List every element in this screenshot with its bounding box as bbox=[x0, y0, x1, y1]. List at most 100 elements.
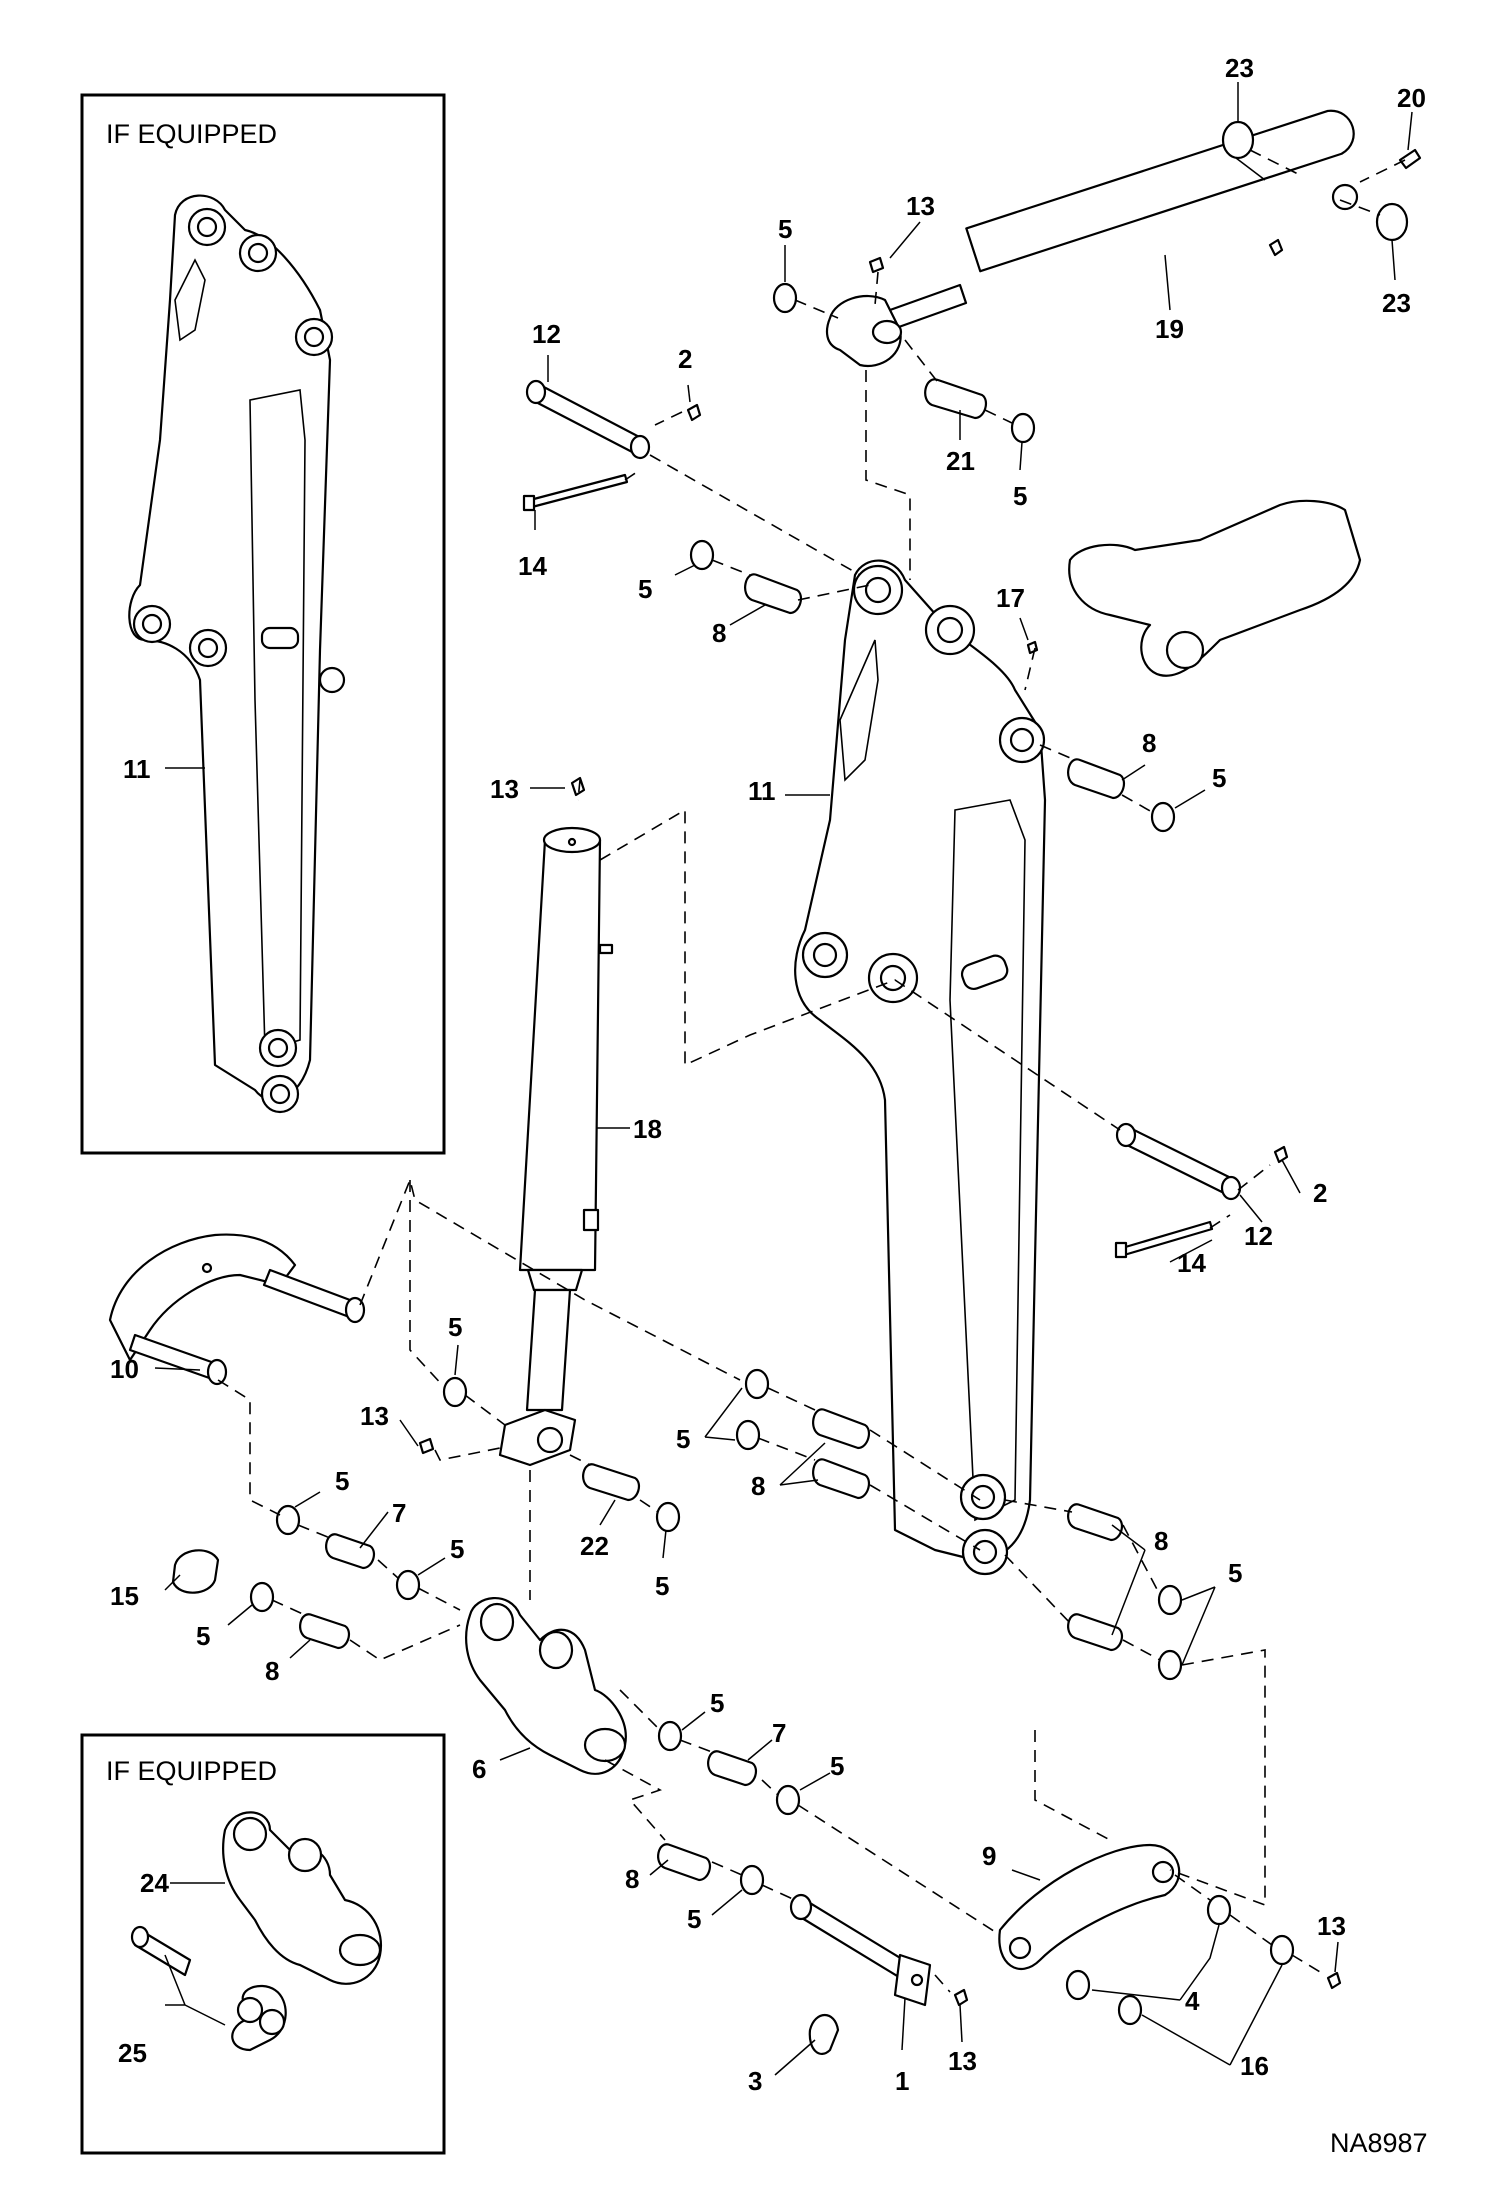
inset-bottom-frame bbox=[80, 1733, 446, 2155]
callout-13-arm-cyl: 13 bbox=[490, 774, 519, 804]
ring-16-a bbox=[1269, 1934, 1295, 1966]
washer-5-boom-b bbox=[1150, 801, 1176, 833]
callout-labels: 23 20 23 19 5 13 21 5 12 2 14 5 8 17 11 … bbox=[110, 53, 1426, 2096]
washer-5-low-a bbox=[657, 1720, 683, 1752]
bushing-8-left bbox=[299, 1613, 351, 1650]
callout-12-lower: 12 bbox=[1244, 1221, 1273, 1251]
callout-23-right: 23 bbox=[1382, 288, 1411, 318]
callout-5-cyl-bottom: 5 bbox=[1013, 481, 1027, 511]
link-9 bbox=[998, 1843, 1181, 1971]
washer-23-right bbox=[1375, 202, 1409, 242]
callout-5-boom-b: 5 bbox=[1212, 763, 1226, 793]
callout-4: 4 bbox=[1185, 1986, 1200, 2016]
washer-5-cyl-top bbox=[772, 282, 798, 314]
callout-17: 17 bbox=[996, 583, 1025, 613]
ring-16-b bbox=[1117, 1994, 1143, 2026]
callout-11-inset: 11 bbox=[123, 754, 151, 784]
washer-5-left-b bbox=[395, 1569, 421, 1601]
callout-8-low: 8 bbox=[625, 1864, 639, 1894]
washer-5-mid-a bbox=[442, 1376, 468, 1408]
callout-14-lower: 14 bbox=[1177, 1248, 1206, 1278]
bushing-8-foot-a bbox=[1067, 1503, 1124, 1542]
pin-12-top bbox=[522, 379, 702, 512]
callout-5-mid-b: 5 bbox=[655, 1571, 669, 1601]
fitting-13-link bbox=[1326, 1971, 1342, 1990]
inset-linkage-drawing bbox=[130, 1811, 383, 2052]
callout-5-low-c: 5 bbox=[687, 1904, 701, 1934]
bushing-8-foot-b bbox=[1067, 1613, 1124, 1652]
callout-14-top: 14 bbox=[518, 551, 547, 581]
callout-5-mid-a: 5 bbox=[448, 1312, 462, 1342]
washer-4-a bbox=[1206, 1894, 1232, 1926]
shim-15 bbox=[171, 1549, 220, 1594]
callout-5-mid-c: 5 bbox=[676, 1424, 690, 1454]
inset-top-if-equipped: IF EQUIPPED bbox=[80, 93, 446, 1155]
washer-23-top bbox=[1221, 120, 1255, 160]
inset-top-frame bbox=[80, 93, 446, 1155]
callout-13-pin: 13 bbox=[948, 2046, 977, 2076]
drawing-number: NA8987 bbox=[1330, 2128, 1428, 2158]
washer-5-cyl-bottom bbox=[1010, 412, 1036, 444]
assembly-centerlines bbox=[217, 149, 1406, 1993]
callout-8-boom-b: 8 bbox=[1142, 728, 1156, 758]
washer-5-foot-a bbox=[1157, 1584, 1183, 1616]
arm-cylinder-18 bbox=[498, 776, 614, 1467]
callout-9: 9 bbox=[982, 1841, 996, 1871]
washer-5-left-a bbox=[275, 1504, 301, 1536]
washer-4-b bbox=[1065, 1969, 1091, 2001]
callout-19: 19 bbox=[1155, 314, 1184, 344]
callout-10: 10 bbox=[110, 1354, 139, 1384]
callout-12-top: 12 bbox=[532, 319, 561, 349]
inset-top-title: IF EQUIPPED bbox=[106, 119, 277, 149]
callout-5-cyl-top: 5 bbox=[778, 214, 792, 244]
fitting-13-mid bbox=[418, 1437, 435, 1455]
callout-16: 16 bbox=[1240, 2051, 1269, 2081]
washer-5-mid-c bbox=[744, 1368, 770, 1400]
swing-frame-background bbox=[1068, 499, 1362, 677]
callout-8-left: 8 bbox=[265, 1656, 279, 1686]
bushing-8-boom-b bbox=[1067, 758, 1126, 800]
washer-5-low-b bbox=[775, 1784, 801, 1816]
callout-5-left-a: 5 bbox=[335, 1466, 349, 1496]
inset-arm-drawing bbox=[128, 194, 346, 1114]
boom-cylinder-19 bbox=[825, 109, 1359, 368]
leader-25 bbox=[164, 1954, 226, 2026]
callout-3: 3 bbox=[748, 2066, 762, 2096]
callout-2-top: 2 bbox=[678, 344, 692, 374]
callout-7-left: 7 bbox=[392, 1498, 406, 1528]
callout-7-low: 7 bbox=[772, 1718, 786, 1748]
callout-8-boom-a: 8 bbox=[712, 618, 726, 648]
callout-21: 21 bbox=[946, 446, 975, 476]
callout-23-top: 23 bbox=[1225, 53, 1254, 83]
washer-5-left-c bbox=[249, 1581, 275, 1613]
callout-24: 24 bbox=[140, 1868, 169, 1898]
washer-5-mid-b bbox=[655, 1501, 681, 1533]
callout-22: 22 bbox=[580, 1531, 609, 1561]
bushing-21 bbox=[924, 378, 988, 420]
callout-18: 18 bbox=[633, 1114, 662, 1144]
inset-bottom-if-equipped: IF EQUIPPED bbox=[80, 1733, 446, 2155]
callout-leaders bbox=[154, 82, 1413, 2076]
callout-5-low-b: 5 bbox=[830, 1751, 844, 1781]
callout-8-foot: 8 bbox=[1154, 1526, 1168, 1556]
callout-11-main: 11 bbox=[748, 776, 776, 806]
spring-7-low bbox=[707, 1750, 758, 1787]
pin-1-bottom bbox=[789, 1893, 969, 2055]
callout-5-left-c: 5 bbox=[196, 1621, 210, 1651]
callout-13-link: 13 bbox=[1317, 1911, 1346, 1941]
washer-5-mid-d bbox=[735, 1419, 761, 1451]
callout-5-low-a: 5 bbox=[710, 1688, 724, 1718]
boom-11-main bbox=[794, 559, 1047, 1576]
fitting-13-cyl bbox=[868, 256, 885, 274]
callout-5-foot: 5 bbox=[1228, 1558, 1242, 1588]
bushing-8-mid-a bbox=[812, 1408, 871, 1450]
linkage-10 bbox=[108, 1233, 366, 1386]
callout-25: 25 bbox=[118, 2038, 147, 2068]
callout-13-mid: 13 bbox=[360, 1401, 389, 1431]
callout-5-left-b: 5 bbox=[450, 1534, 464, 1564]
callout-5-boom-a: 5 bbox=[638, 574, 652, 604]
callout-8-mid: 8 bbox=[751, 1471, 765, 1501]
washer-5-foot-b bbox=[1157, 1649, 1183, 1681]
callout-13-cyl: 13 bbox=[906, 191, 935, 221]
